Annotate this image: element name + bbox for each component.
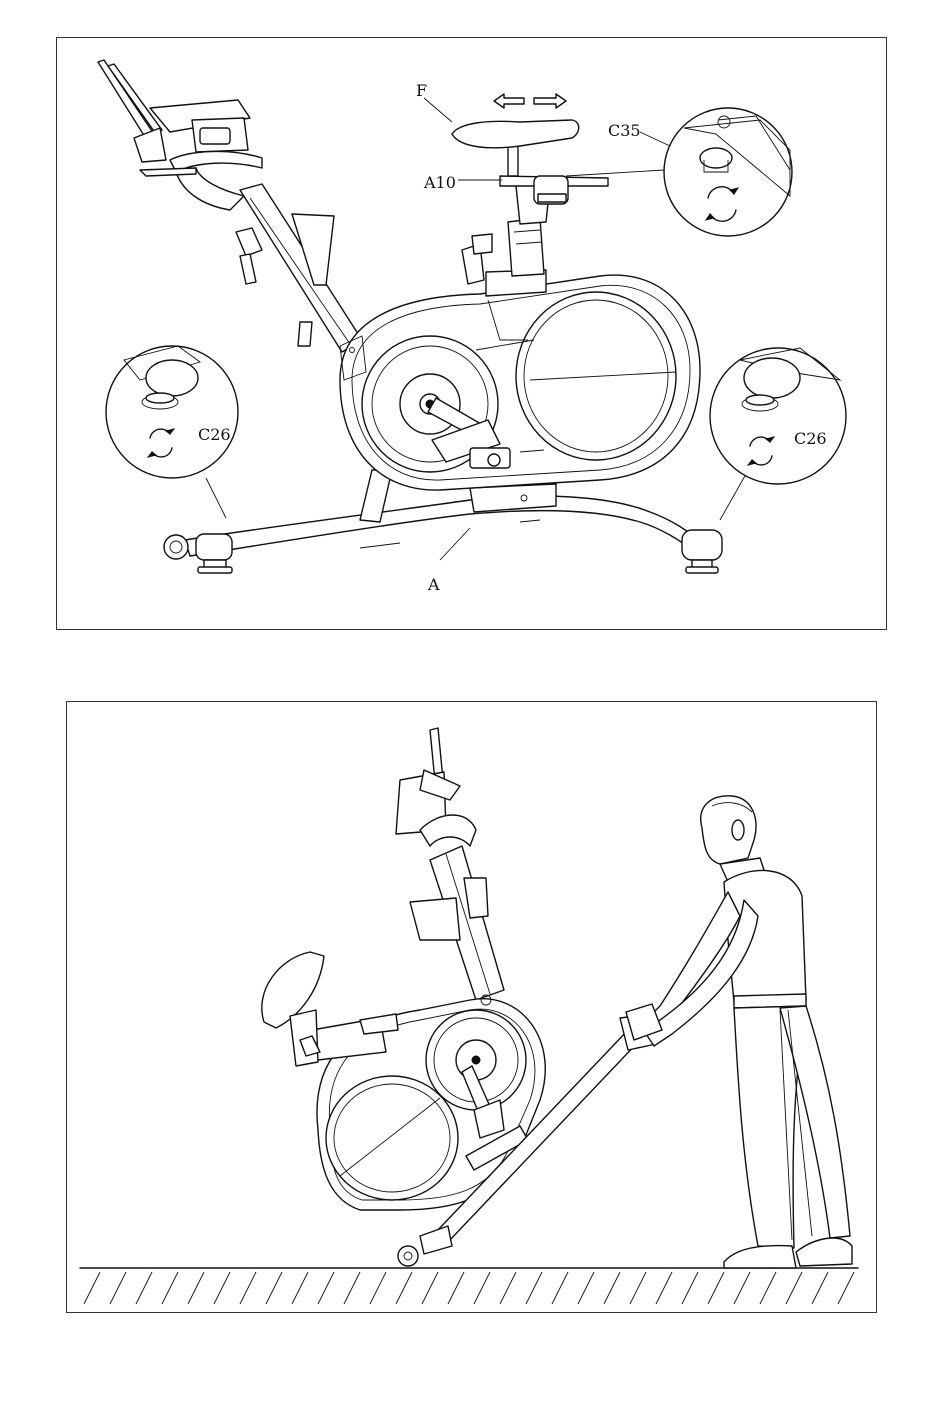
floor-hatch-line <box>344 1272 360 1304</box>
label-seat-detail: C35 <box>608 121 641 140</box>
seat-knob-detail <box>664 108 792 236</box>
floor-hatch-line <box>500 1272 516 1304</box>
rear-foot <box>682 530 722 573</box>
floor-hatch-line <box>292 1272 308 1304</box>
floor <box>80 1268 858 1304</box>
floor-hatch-line <box>396 1272 412 1304</box>
base-frame <box>185 496 700 556</box>
flywheel-housing <box>340 275 700 490</box>
floor-hatch-line <box>682 1272 698 1304</box>
front-foot <box>164 534 232 573</box>
tilted-bike <box>262 728 656 1266</box>
floor-hatch-line <box>84 1272 100 1304</box>
rear-leveler-detail <box>710 348 846 484</box>
bike-side-view: F A10 C35 C26 C26 A <box>98 60 846 594</box>
moving-bike-scene <box>80 728 858 1304</box>
floor-hatch-line <box>838 1272 854 1304</box>
floor-hatch-line <box>786 1272 802 1304</box>
seat-assembly <box>452 120 608 296</box>
floor-hatch-line <box>162 1272 178 1304</box>
floor-hatch-line <box>266 1272 282 1304</box>
floor-hatch-line <box>630 1272 646 1304</box>
floor-hatch-line <box>214 1272 230 1304</box>
floor-hatch-line <box>708 1272 724 1304</box>
label-seat-knob: A10 <box>423 173 456 192</box>
label-base: A <box>427 575 440 594</box>
floor-hatch-line <box>526 1272 542 1304</box>
floor-hatch-line <box>656 1272 672 1304</box>
floor-hatch-line <box>474 1272 490 1304</box>
floor-hatch-line <box>370 1272 386 1304</box>
floor-hatch-line <box>136 1272 152 1304</box>
left-arrow-icon <box>494 94 524 108</box>
label-front-leveler: C26 <box>198 425 231 444</box>
floor-hatch-line <box>760 1272 776 1304</box>
floor-hatch-line <box>240 1272 256 1304</box>
floor-hatch-line <box>734 1272 750 1304</box>
front-leveler-detail <box>106 346 238 478</box>
floor-hatch-line <box>552 1272 568 1304</box>
right-arrow-icon <box>534 94 566 108</box>
label-rear-leveler: C26 <box>794 429 827 448</box>
floor-hatch-line <box>422 1272 438 1304</box>
floor-hatch-line <box>812 1272 828 1304</box>
handlebar <box>98 60 262 284</box>
floor-hatch-line <box>448 1272 464 1304</box>
floor-hatch-line <box>188 1272 204 1304</box>
person-figure <box>626 796 852 1268</box>
floor-hatch-line <box>604 1272 620 1304</box>
floor-hatch-line <box>318 1272 334 1304</box>
floor-hatch-line <box>110 1272 126 1304</box>
floor-hatch-line <box>578 1272 594 1304</box>
label-seat: F <box>416 81 427 100</box>
seat <box>452 120 579 148</box>
